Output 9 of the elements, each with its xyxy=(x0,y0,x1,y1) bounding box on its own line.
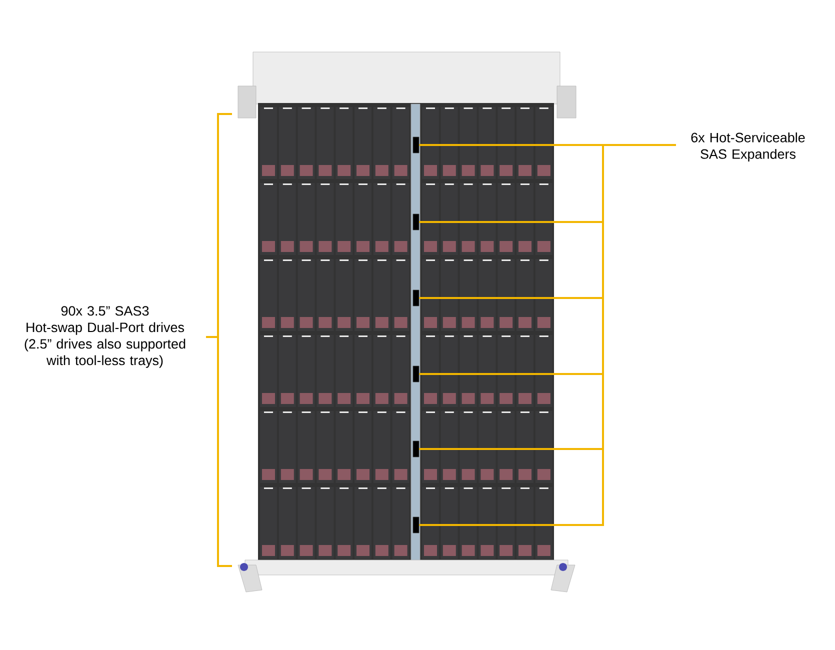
callout-text: 90x 3.5” SAS3 Hot-swap Dual-Port drives (2.5” drives also supported with tool-less trays) xyxy=(24,306,186,368)
expander-module xyxy=(412,440,420,458)
expander-module xyxy=(412,214,420,230)
leader-line xyxy=(419,144,676,526)
expander-module xyxy=(412,290,420,306)
expander-module xyxy=(412,366,420,382)
expander-module xyxy=(412,136,420,154)
callout-text: 6x Hot-Serviceable SAS Expanders xyxy=(691,132,805,162)
expander-module xyxy=(412,516,420,534)
